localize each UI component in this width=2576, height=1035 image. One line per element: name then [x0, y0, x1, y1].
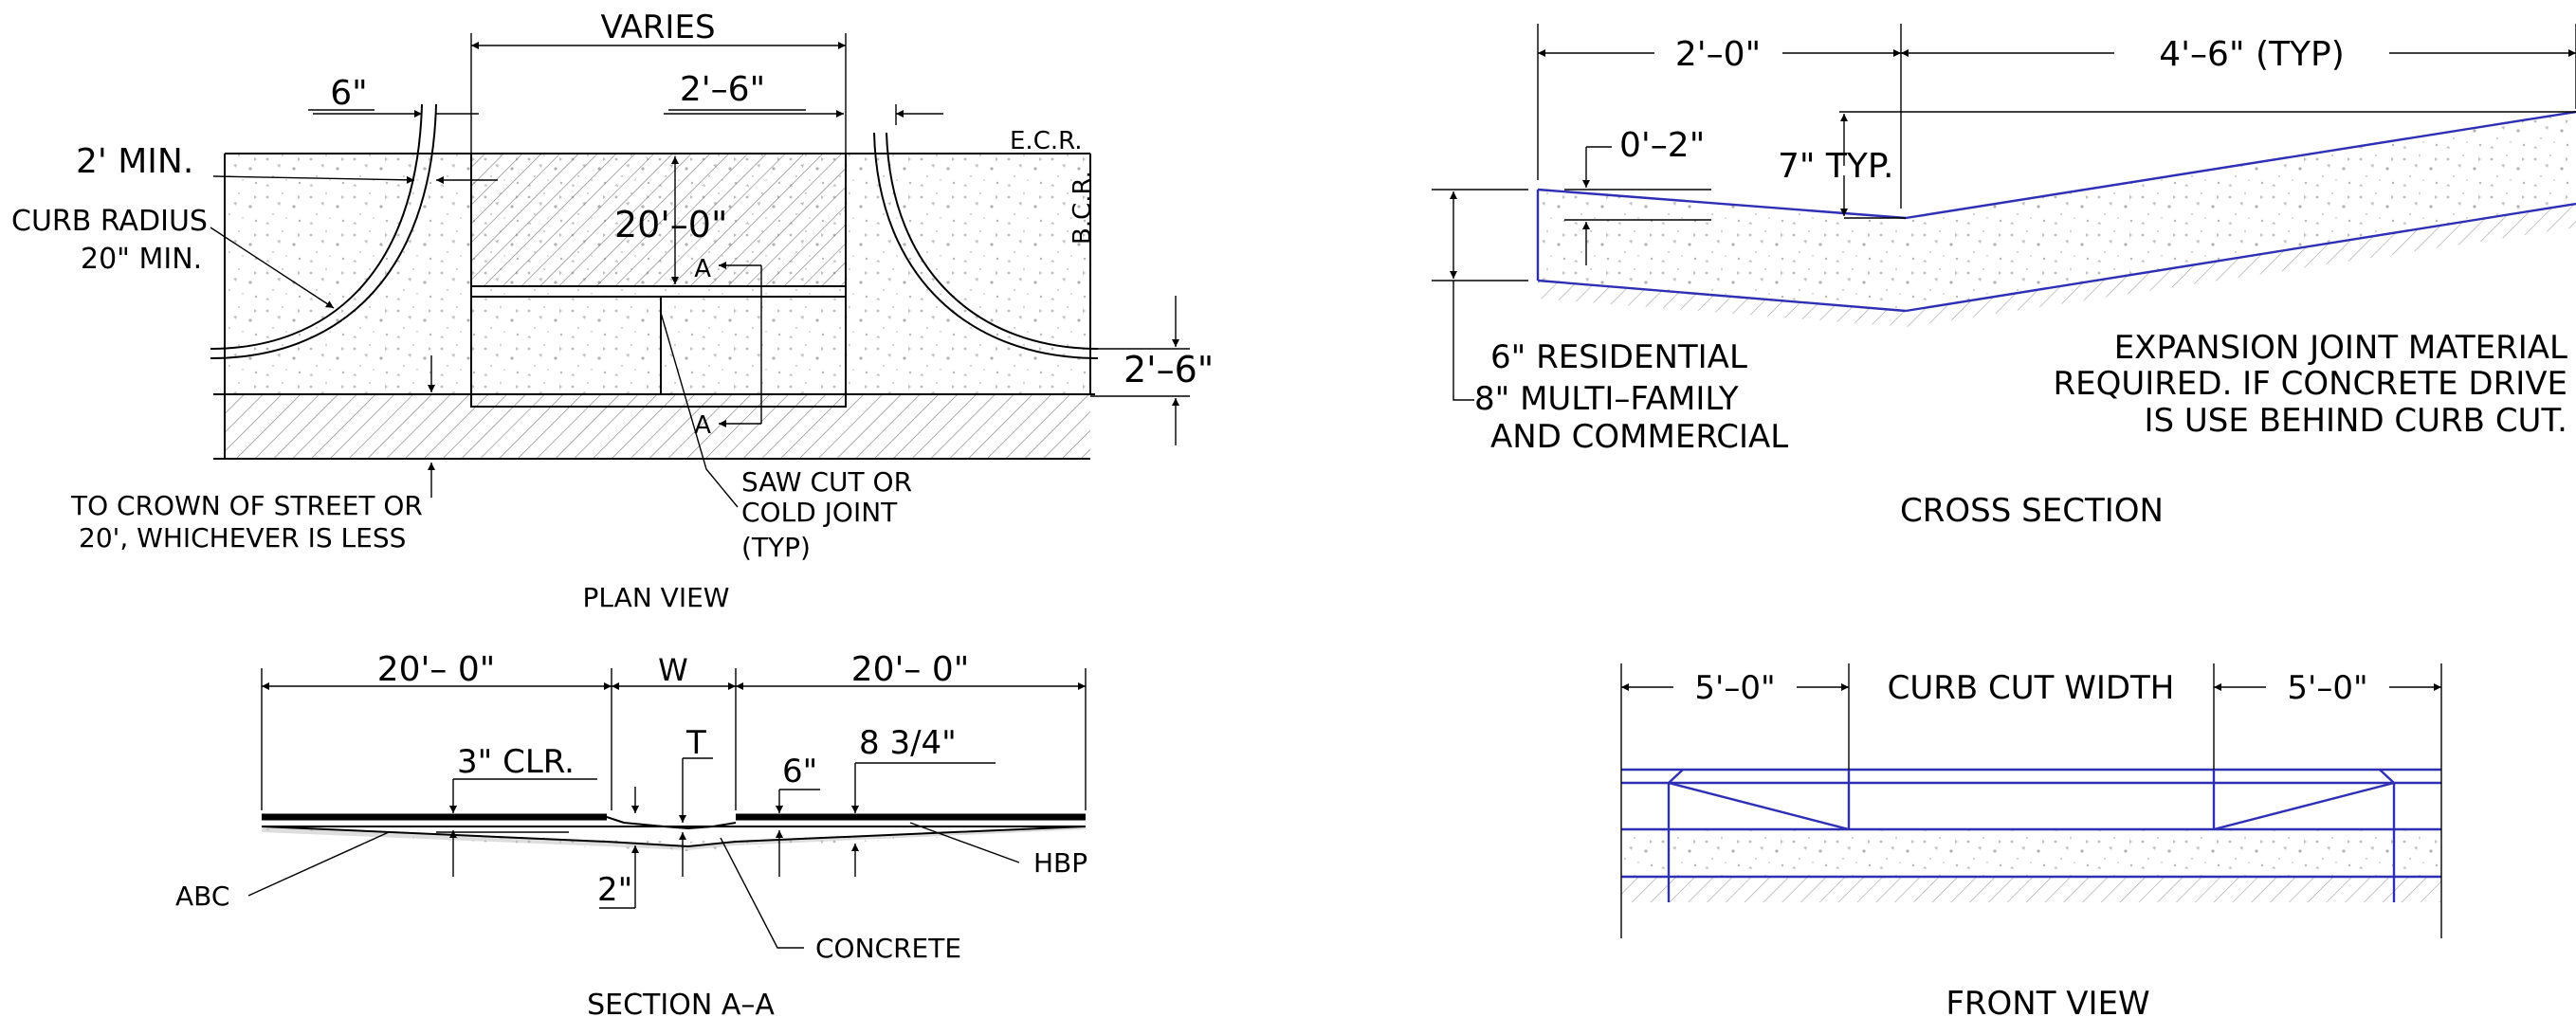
- curb-radius-label-1: CURB RADIUS: [11, 205, 208, 238]
- zero-two-label: 0'–2": [1619, 126, 1705, 165]
- cross-section-concrete: [1538, 112, 2576, 311]
- abc-label: ABC: [175, 881, 229, 912]
- plan-view-title: PLAN VIEW: [583, 582, 730, 613]
- six-inch-label: 6": [330, 74, 367, 113]
- four-six-label: 4'–6" (TYP): [2159, 35, 2345, 74]
- plan-street-hatch: [225, 394, 1090, 459]
- crown-label-1: TO CROWN OF STREET OR: [70, 490, 423, 521]
- section-aa-title: SECTION A–A: [587, 989, 775, 1022]
- ecr-label: E.C.R.: [1010, 127, 1083, 155]
- section-left-dim: 20'– 0": [377, 650, 496, 689]
- clearance-label: 3" CLR.: [457, 743, 575, 781]
- six-inch-section-label: 6": [782, 753, 817, 790]
- two-ft-label: 2'–0": [1675, 35, 1761, 74]
- thickness-t-label: T: [685, 724, 706, 762]
- section-aa: 20'– 0" W 20'– 0" 3" CLR. T 2" 6" 8 3/4"…: [175, 650, 1087, 1022]
- plan-drive-hatch: [471, 154, 846, 286]
- seven-typ-label: 7" TYP.: [1778, 147, 1893, 186]
- section-right-dim: 20'– 0": [851, 650, 970, 689]
- saw-cut-label-2: COLD JOINT: [741, 497, 898, 528]
- expansion-label-3: IS USE BEHIND CURB CUT.: [2144, 402, 2567, 440]
- section-mark-a-bottom: A: [694, 411, 711, 440]
- curb-radius-label-2: 20" MIN.: [81, 243, 202, 276]
- saw-cut-label-1: SAW CUT OR: [741, 466, 912, 498]
- two-six-top-label: 2'–6": [680, 70, 765, 109]
- concrete-label: CONCRETE: [815, 933, 961, 964]
- section-w-dim: W: [658, 652, 688, 688]
- two-six-right-label: 2'–6": [1124, 349, 1214, 390]
- two-min-label: 2' MIN.: [76, 142, 193, 181]
- front-right-dim: 5'–0": [2287, 669, 2367, 707]
- varies-label: VARIES: [600, 9, 715, 46]
- residential-label-2: 8" MULTI–FAMILY: [1474, 380, 1739, 418]
- section-mark-a-top: A: [694, 255, 711, 283]
- curb-cut-width-label: CURB CUT WIDTH: [1888, 669, 2175, 707]
- cross-section-title: CROSS SECTION: [1900, 492, 2164, 530]
- two-inch-label: 2": [597, 871, 632, 909]
- front-view-title: FRONT VIEW: [1946, 985, 2149, 1023]
- bcr-label: B.C.R.: [1069, 171, 1097, 245]
- front-view: 5'–0" CURB CUT WIDTH 5'–0" FRONT VIEW: [1620, 663, 2442, 1023]
- expansion-label-2: REQUIRED. IF CONCRETE DRIVE: [2054, 365, 2568, 403]
- cross-section-subgrade: [1538, 204, 2576, 327]
- plan-view: VARIES 6" 2'–6" 2' MIN. E.C.R. B.C.R. CU…: [11, 9, 1214, 613]
- expansion-label-1: EXPANSION JOINT MATERIAL: [2114, 329, 2567, 367]
- saw-cut-label-3: (TYP): [741, 532, 811, 563]
- twenty-ft-label: 20'–0": [614, 204, 727, 245]
- crown-label-2: 20', WHICHEVER IS LESS: [79, 522, 406, 554]
- residential-label-1: 6" RESIDENTIAL: [1490, 338, 1747, 376]
- cross-section: 2'–0" 4'–6" (TYP) 0'–2" 7" TYP. 6" RESID…: [1432, 24, 2576, 530]
- residential-label-3: AND COMMERCIAL: [1490, 418, 1788, 456]
- hbp-label: HBP: [1033, 847, 1087, 879]
- front-left-dim: 5'–0": [1694, 669, 1775, 707]
- eight-three-four-label: 8 3/4": [859, 724, 957, 762]
